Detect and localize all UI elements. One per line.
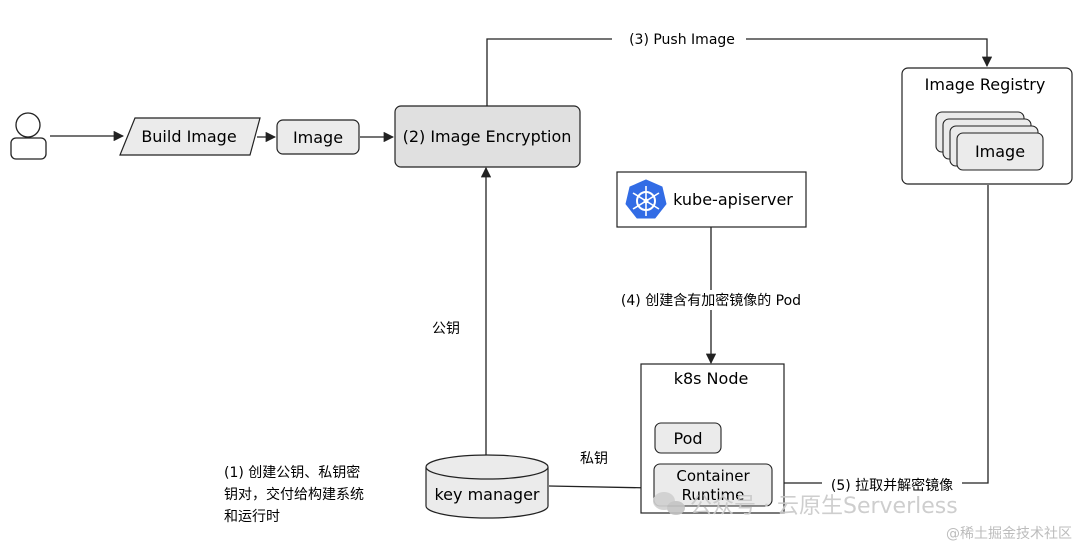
user-icon bbox=[10, 112, 47, 160]
image-label: Image bbox=[293, 128, 343, 147]
kube-apiserver-label: kube-apiserver bbox=[673, 190, 793, 209]
registry-image-box bbox=[956, 132, 1044, 171]
pod-box bbox=[654, 422, 722, 454]
container-runtime-box bbox=[653, 463, 773, 507]
step1-line1: (1) 创建公钥、私钥密 bbox=[224, 464, 360, 481]
image-encryption-node: (2) Image Encryption bbox=[394, 105, 581, 168]
step1-note: (1) 创建公钥、私钥密 钥对，交付给构建系统 和运行时 bbox=[224, 464, 364, 525]
push-image-label: (3) Push Image bbox=[629, 32, 735, 48]
container-runtime-label-line2: Runtime bbox=[682, 486, 745, 504]
watermark: 公众号 · 云原生Serverless @稀土掘金技术社区 bbox=[653, 492, 1072, 542]
image-encryption-label: (2) Image Encryption bbox=[403, 127, 572, 146]
create-pod-label: (4) 创建含有加密镜像的 Pod bbox=[621, 292, 801, 309]
private-key-label: 私钥 bbox=[580, 451, 608, 467]
image-node: Image bbox=[276, 119, 360, 155]
build-image-label: Build Image bbox=[141, 127, 236, 146]
create-pod-label-bg bbox=[610, 290, 810, 310]
edge-private-key bbox=[548, 482, 655, 494]
build-image-node: Build Image bbox=[119, 117, 261, 156]
k8s-node: k8s Node Pod Container Runtime bbox=[640, 363, 785, 514]
push-label-bg bbox=[612, 30, 746, 48]
key-manager-label: key manager bbox=[434, 485, 539, 504]
step1-line2: 钥对，交付给构建系统 bbox=[224, 486, 364, 503]
key-manager-node: key manager bbox=[425, 454, 549, 519]
kube-apiserver-node: kube-apiserver bbox=[616, 171, 807, 228]
registry-image-label: Image bbox=[975, 142, 1025, 161]
image-registry-node: Image Registry Image bbox=[901, 67, 1073, 185]
pull-decrypt-label: (5) 拉取并解密镜像 bbox=[831, 477, 953, 494]
kubernetes-icon bbox=[625, 179, 667, 219]
step1-line3: 和运行时 bbox=[224, 509, 280, 525]
public-key-label: 公钥 bbox=[432, 321, 460, 337]
k8s-node-label: k8s Node bbox=[674, 369, 749, 388]
edge-pull-decrypt bbox=[771, 185, 989, 489]
pull-label-bg bbox=[822, 475, 962, 495]
container-runtime-label-line1: Container bbox=[676, 467, 750, 485]
image-registry-label: Image Registry bbox=[925, 75, 1046, 94]
watermark-main: 公众号 · 云原生Serverless bbox=[690, 494, 958, 519]
watermark-sub: @稀土掘金技术社区 bbox=[946, 526, 1072, 542]
wechat-icon bbox=[653, 492, 685, 515]
pod-label: Pod bbox=[673, 429, 702, 448]
